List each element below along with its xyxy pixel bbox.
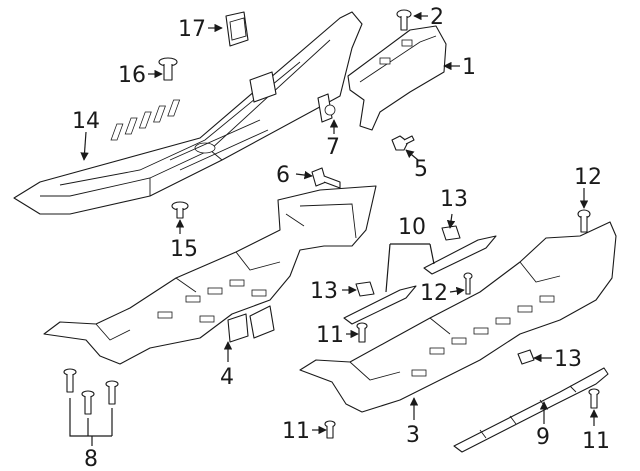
leader-8 [69, 398, 113, 446]
callout-11a: 11 [316, 323, 344, 348]
callout-12a: 12 [574, 165, 602, 190]
leader-12b [449, 286, 465, 296]
callout-5: 5 [414, 157, 428, 182]
leader-14 [80, 131, 89, 161]
part-5-bolt [391, 135, 415, 151]
part-12-bolt-a [577, 209, 591, 233]
callout-12b: 12 [420, 281, 448, 306]
leader-13a [446, 213, 456, 229]
part-13-clip-c [517, 349, 535, 365]
callout-15: 15 [170, 237, 198, 262]
part-11-bolt-b [324, 420, 336, 439]
callout-8: 8 [84, 447, 98, 471]
part-16-push-pin [158, 57, 178, 81]
callout-13b: 13 [310, 279, 338, 304]
part-1-end-cap [347, 25, 447, 131]
part-12-bolt-b [463, 272, 473, 295]
part-11-bolt-a [356, 322, 368, 343]
part-10-bracket-upper [423, 235, 497, 275]
part-8-bolt-b [81, 390, 95, 415]
callout-2: 2 [430, 5, 444, 30]
callout-labels: 1 2 3 4 5 6 7 8 9 10 11 11 11 12 12 13 1… [72, 5, 610, 471]
leader-5 [405, 149, 419, 161]
callout-16: 16 [118, 63, 146, 88]
part-7-bracket [317, 93, 336, 123]
part-2-bolt [396, 9, 412, 31]
callout-11b: 11 [282, 419, 310, 444]
part-13-clip-a [441, 225, 461, 241]
part-8-bolt-c [105, 380, 119, 405]
callout-7: 7 [326, 135, 340, 160]
callout-10: 10 [398, 215, 426, 240]
callout-1: 1 [462, 55, 476, 80]
part-17-clip [225, 11, 249, 47]
part-6-bolt [311, 167, 341, 189]
leader-10 [385, 243, 435, 293]
part-8-bolt-a [63, 368, 77, 393]
callout-14: 14 [72, 109, 100, 134]
callout-17: 17 [178, 17, 206, 42]
part-15-push-pin [171, 201, 189, 219]
callout-11c: 11 [582, 429, 610, 454]
callout-3: 3 [406, 423, 420, 448]
leader-lines [69, 11, 599, 446]
part-14-step-pad [13, 11, 363, 215]
callout-6: 6 [276, 163, 290, 188]
part-3-right-frame [299, 221, 617, 413]
leader-6 [295, 170, 313, 180]
callout-13a: 13 [440, 187, 468, 212]
callout-4: 4 [220, 365, 234, 390]
callout-9: 9 [536, 425, 550, 450]
part-11-bolt-c [588, 388, 600, 409]
part-10-bracket-lower [343, 285, 417, 325]
part-13-clip-b [355, 281, 375, 297]
callout-13c: 13 [554, 347, 582, 372]
part-4-left-frame [43, 185, 377, 365]
part-9-rail [453, 367, 609, 453]
